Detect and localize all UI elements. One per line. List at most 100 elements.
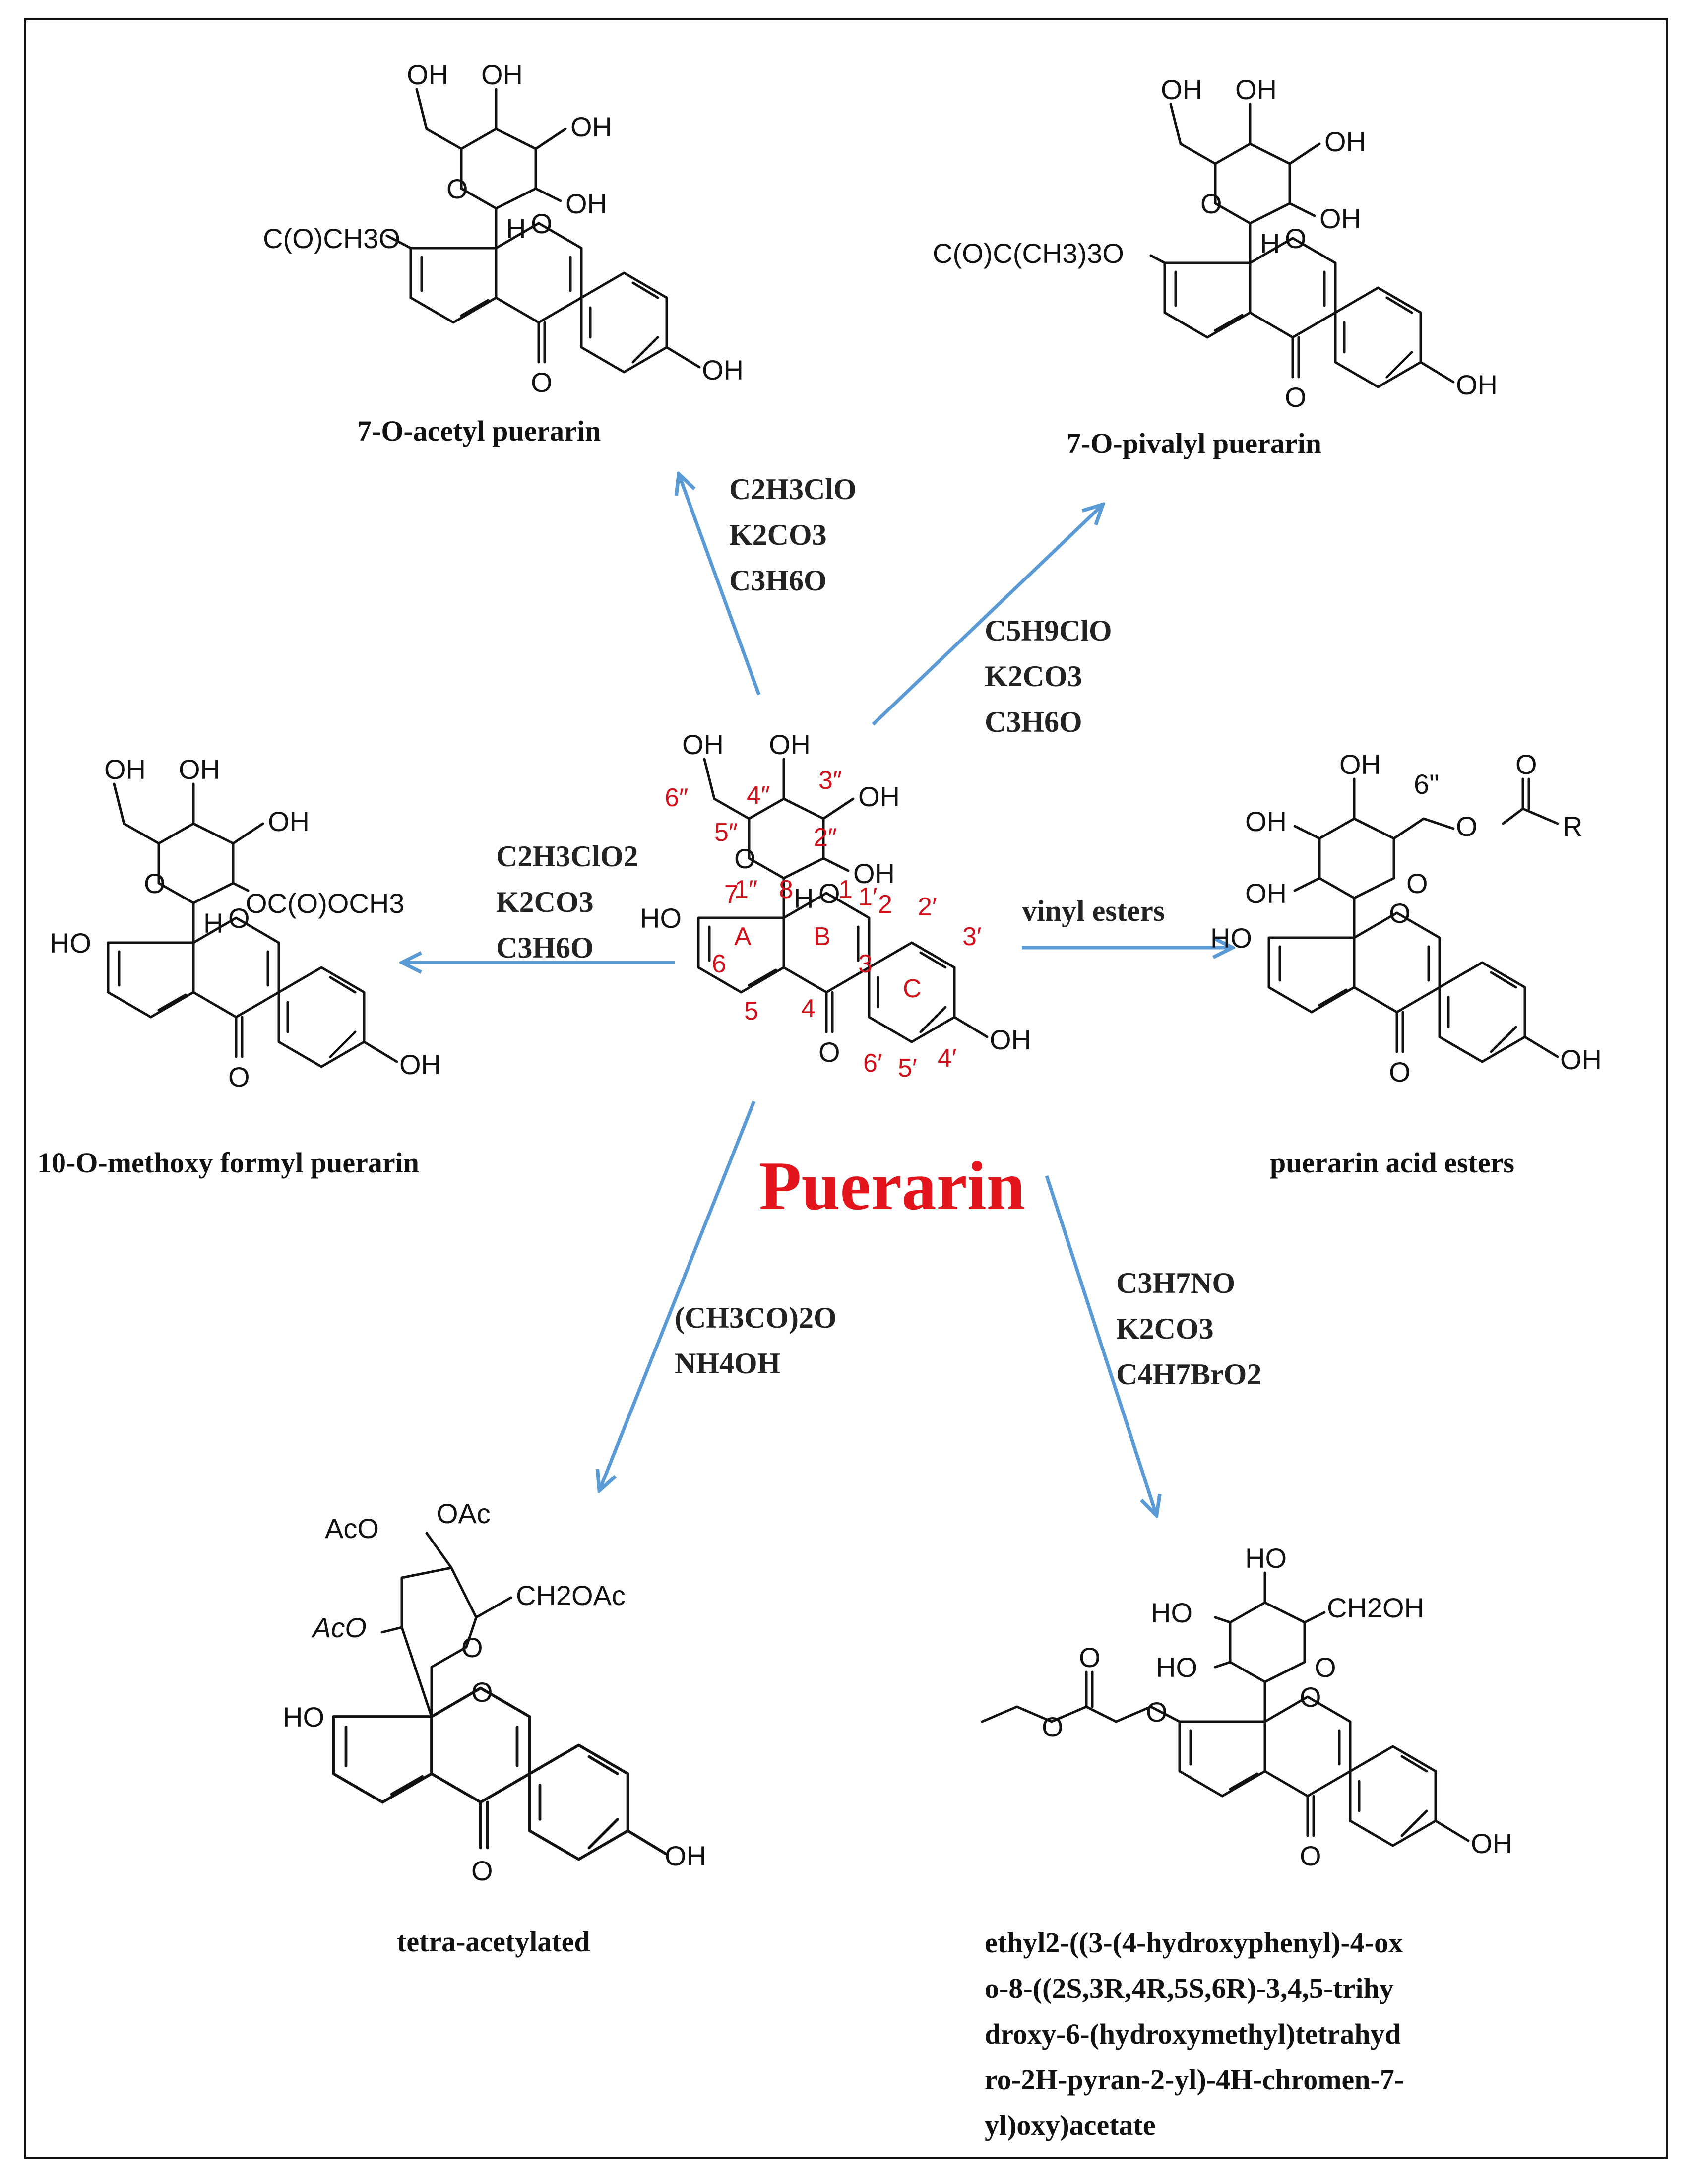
reagent: C3H6O [496, 931, 594, 964]
svg-text:O: O [446, 173, 468, 204]
reagents-ethyl: C3H7NO K2CO3 C4H7BrO2 [1116, 1260, 1261, 1397]
svg-text:OH: OH [481, 59, 523, 90]
atom-oh: OH [682, 729, 724, 760]
svg-text:O: O [1300, 1840, 1321, 1871]
ch2oh-label: CH2OH [1327, 1592, 1424, 1623]
svg-text:OH: OH [268, 806, 310, 837]
svg-text:OH: OH [1235, 74, 1277, 105]
svg-text:OH: OH [407, 59, 448, 90]
oac-label: AcO [325, 1513, 379, 1544]
atom-number: 5 [744, 997, 758, 1026]
reagents-pivalyl: C5H9ClO K2CO3 C3H6O [985, 608, 1112, 745]
svg-text:O: O [144, 868, 166, 899]
ho-label: HO [1156, 1652, 1197, 1683]
page-title: Puerarin [759, 1148, 1025, 1224]
svg-text:OH: OH [1245, 878, 1287, 909]
name-line: ethyl2-((3-(4-hydroxyphenyl)-4-ox [985, 1927, 1403, 1959]
atom-number: B [814, 922, 831, 951]
reagents-acid-esters: vinyl esters [1022, 888, 1165, 934]
atom-ho: HO [640, 902, 682, 934]
atom-number: 2 [878, 890, 892, 919]
substituent-label: C(O)CH3O [263, 223, 400, 254]
atom-number: 4″ [747, 781, 770, 810]
atom-number: 7 [724, 880, 739, 909]
name-acid-esters: puerarin acid esters [1270, 1147, 1514, 1179]
reagents-acetyl: C2H3ClO K2CO3 C3H6O [729, 466, 857, 603]
atom-number: 3″ [818, 766, 842, 795]
tetra-structure: AcO OAc AcO CH2OAc O HO O O OH [283, 1498, 706, 1886]
svg-text:O: O [1456, 811, 1478, 842]
svg-text:O: O [228, 902, 250, 934]
svg-text:O: O [1042, 1711, 1064, 1742]
atom-o: O [818, 878, 840, 909]
svg-text:H: H [506, 213, 526, 244]
svg-text:OH: OH [399, 1049, 441, 1080]
atom-oh: OH [858, 781, 900, 812]
reagent: K2CO3 [985, 660, 1082, 693]
figure-frame [24, 18, 1668, 2159]
reagent: C2H3ClO [729, 473, 857, 506]
reagent: K2CO3 [729, 518, 827, 551]
acid-ester-structure: OH OH OH O O O R 6" HO O O OH [1210, 749, 1602, 1088]
name-line: droxy-6-(hydroxymethyl)tetrahyd [985, 2018, 1401, 2050]
ho-label: HO [1151, 1597, 1192, 1628]
atom-number: 6 [712, 950, 726, 978]
svg-text:OH: OH [1319, 203, 1361, 234]
name-pivalyl: 7-O-pivalyl puerarin [1067, 427, 1321, 459]
ho-label: HO [1245, 1542, 1287, 1574]
svg-text:O: O [531, 367, 553, 398]
svg-text:OH: OH [1339, 749, 1381, 780]
svg-text:O: O [1515, 749, 1537, 780]
svg-text:O: O [1146, 1696, 1168, 1728]
svg-text:O: O [228, 1061, 250, 1092]
reagent: K2CO3 [1116, 1312, 1214, 1345]
oac-label: AcO [311, 1612, 367, 1643]
svg-text:O: O [1315, 1652, 1336, 1683]
reagent: C3H6O [729, 564, 827, 597]
acetyl-structure: OH OH OH OH O H O O OH C(O)CH3O [263, 59, 744, 398]
atom-number: 4′ [938, 1044, 957, 1073]
atom-number: 6″ [665, 783, 688, 812]
atom-number: 1′ [858, 883, 878, 911]
svg-text:O: O [1389, 898, 1411, 929]
arrow-to-pivalyl [872, 506, 1101, 726]
svg-text:OH: OH [1161, 74, 1202, 105]
reagent: C3H7NO [1116, 1267, 1235, 1299]
svg-text:O: O [471, 1855, 493, 1886]
atom-number: 6′ [863, 1049, 882, 1078]
atom-number: 8 [779, 875, 793, 904]
svg-text:O: O [1079, 1642, 1101, 1673]
reagent: C5H9ClO [985, 614, 1112, 647]
reagent: vinyl esters [1022, 895, 1165, 927]
name-ethyl: ethyl2-((3-(4-hydroxyphenyl)-4-ox o-8-((… [985, 1920, 1605, 2148]
reagent: C2H3ClO2 [496, 840, 638, 873]
reagent: NH4OH [675, 1347, 781, 1380]
reagent: C4H7BrO2 [1116, 1358, 1262, 1391]
svg-text:H: H [203, 907, 223, 939]
reagents-tetra: (CH3CO)2O NH4OH [675, 1295, 837, 1386]
svg-text:O: O [471, 1676, 493, 1708]
svg-text:HO: HO [1210, 922, 1252, 954]
svg-text:OH: OH [1456, 369, 1498, 400]
arrow-to-tetra [600, 1100, 756, 1488]
name-tetra: tetra-acetylated [397, 1926, 590, 1958]
svg-text:O: O [531, 208, 553, 239]
name-line: ro-2H-pyran-2-yl)-4H-chromen-7- [985, 2063, 1404, 2096]
svg-text:O: O [1389, 1056, 1411, 1088]
atom-number: 2′ [918, 893, 937, 921]
methoxy-structure: OH OH OH O H HO O O OH OC(O)OCH3 [50, 754, 441, 1092]
atom-number: 3 [858, 950, 873, 978]
svg-text:OH: OH [565, 188, 607, 219]
atom-oh: OH [853, 858, 895, 889]
svg-text:OH: OH [179, 754, 220, 785]
name-methoxy: 10-O-methoxy formyl puerarin [37, 1147, 419, 1179]
svg-text:O: O [1200, 188, 1222, 219]
atom-number: C [903, 974, 922, 1003]
name-line: o-8-((2S,3R,4R,5S,6R)-3,4,5-trihy [985, 1972, 1394, 2004]
name-line: yl)oxy)acetate [985, 2109, 1156, 2141]
atom-h: H [794, 883, 814, 914]
svg-text:O: O [461, 1632, 483, 1663]
